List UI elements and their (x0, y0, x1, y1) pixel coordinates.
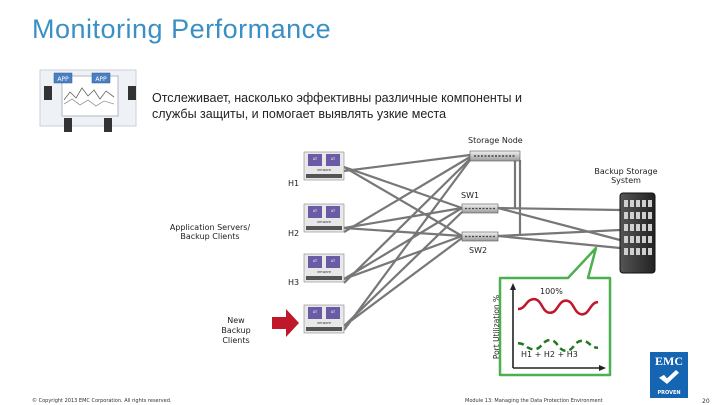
description-line-2: службы защиты, и помогает выявлять узкие… (152, 107, 447, 121)
new-clients-arrow (272, 309, 299, 337)
app-icon (91, 72, 111, 84)
host-server-4: AT AT vmware (303, 304, 345, 334)
server-icon (104, 118, 112, 132)
emc-logo-sub: PROVEN (657, 390, 681, 396)
vm-chip-icon (326, 206, 340, 218)
vmware-label: vmware (317, 321, 331, 325)
vm-chip-icon (308, 256, 322, 268)
storage-node (469, 150, 521, 162)
svg-text:APP: APP (95, 76, 107, 83)
chart-series-line-1 (517, 297, 599, 316)
vm-chip-label: AT (331, 157, 336, 161)
vmware-label: vmware (317, 220, 331, 224)
new-clients-label-line1: New (227, 316, 245, 325)
switch-label-sw2: SW2 (469, 246, 488, 255)
utilization-chart (510, 283, 606, 371)
backup-storage-label-line1: Backup Storage (594, 167, 658, 176)
chart-annotation-100: 100% (540, 287, 563, 296)
slide-title: Monitoring Performance (32, 14, 332, 44)
host-label-h1: H1 (288, 179, 300, 188)
vm-chip-label: AT (331, 259, 336, 263)
host-label-h2: H2 (288, 229, 300, 238)
backup-storage-system (619, 192, 656, 274)
description-line-1: Отслеживает, насколько эффективны различ… (152, 91, 522, 105)
chart-y-label: Port Utilization % (492, 294, 501, 360)
emc-logo: EMC PROVEN (650, 352, 688, 398)
vmware-label: vmware (317, 168, 331, 172)
vm-chip-label: AT (313, 259, 318, 263)
emc-logo-text: EMC (655, 354, 683, 368)
monitoring-thumbnail: APP APP (39, 69, 137, 132)
chart-annotation-sum: H1 + H2 + H3 (521, 350, 578, 359)
vmware-label: vmware (317, 270, 331, 274)
vm-chip-label: AT (313, 209, 318, 213)
chart-series-line-2 (517, 338, 599, 353)
vm-chip-label: AT (331, 209, 336, 213)
new-clients-label: New Backup Clients (210, 316, 262, 346)
vm-chip-label: AT (313, 310, 318, 314)
emc-logo-check (659, 370, 679, 384)
vm-chip-icon (308, 307, 322, 319)
svg-text:APP: APP (57, 76, 69, 83)
switch-label-sw1: SW1 (461, 191, 480, 200)
app-servers-label-line1: Application Servers/ (169, 223, 251, 232)
chart-x-arrow (599, 365, 606, 371)
vm-chip-label: AT (313, 157, 318, 161)
host-server-2: AT AT vmware (303, 203, 345, 233)
host-server-1: AT AT vmware (303, 151, 345, 181)
connection-lines (343, 153, 621, 331)
footer-module: Module 13: Managing the Data Protection … (465, 398, 603, 404)
server-icon (44, 86, 52, 100)
vm-chip-icon (308, 154, 322, 166)
storage-node-label: Storage Node (468, 136, 523, 145)
new-clients-label-line3: Clients (222, 336, 250, 345)
app-servers-label: Application Servers/ Backup Clients (160, 223, 260, 241)
vm-chip-icon (326, 256, 340, 268)
vm-chip-icon (308, 206, 322, 218)
chart-y-arrow (510, 283, 516, 290)
host-server-3: AT AT vmware (303, 253, 345, 283)
vm-chip-label: AT (331, 310, 336, 314)
host-label-h3: H3 (288, 278, 300, 287)
vm-chip-icon (326, 154, 340, 166)
new-clients-label-line2: Backup (221, 326, 251, 335)
switch-sw2 (461, 231, 499, 242)
backup-storage-label-line2: System (611, 176, 641, 185)
backup-storage-label: Backup Storage System (590, 167, 662, 185)
footer-copyright: © Copyright 2013 EMC Corporation. All ri… (32, 398, 172, 404)
footer-page-number: 20 (702, 398, 710, 405)
vm-chip-icon (326, 307, 340, 319)
app-servers-label-line2: Backup Clients (180, 232, 240, 241)
server-icon (64, 118, 72, 132)
switch-sw1 (461, 203, 499, 214)
server-icon (128, 86, 136, 100)
app-icon (53, 72, 73, 84)
slide-description: Отслеживает, насколько эффективны различ… (152, 90, 522, 122)
